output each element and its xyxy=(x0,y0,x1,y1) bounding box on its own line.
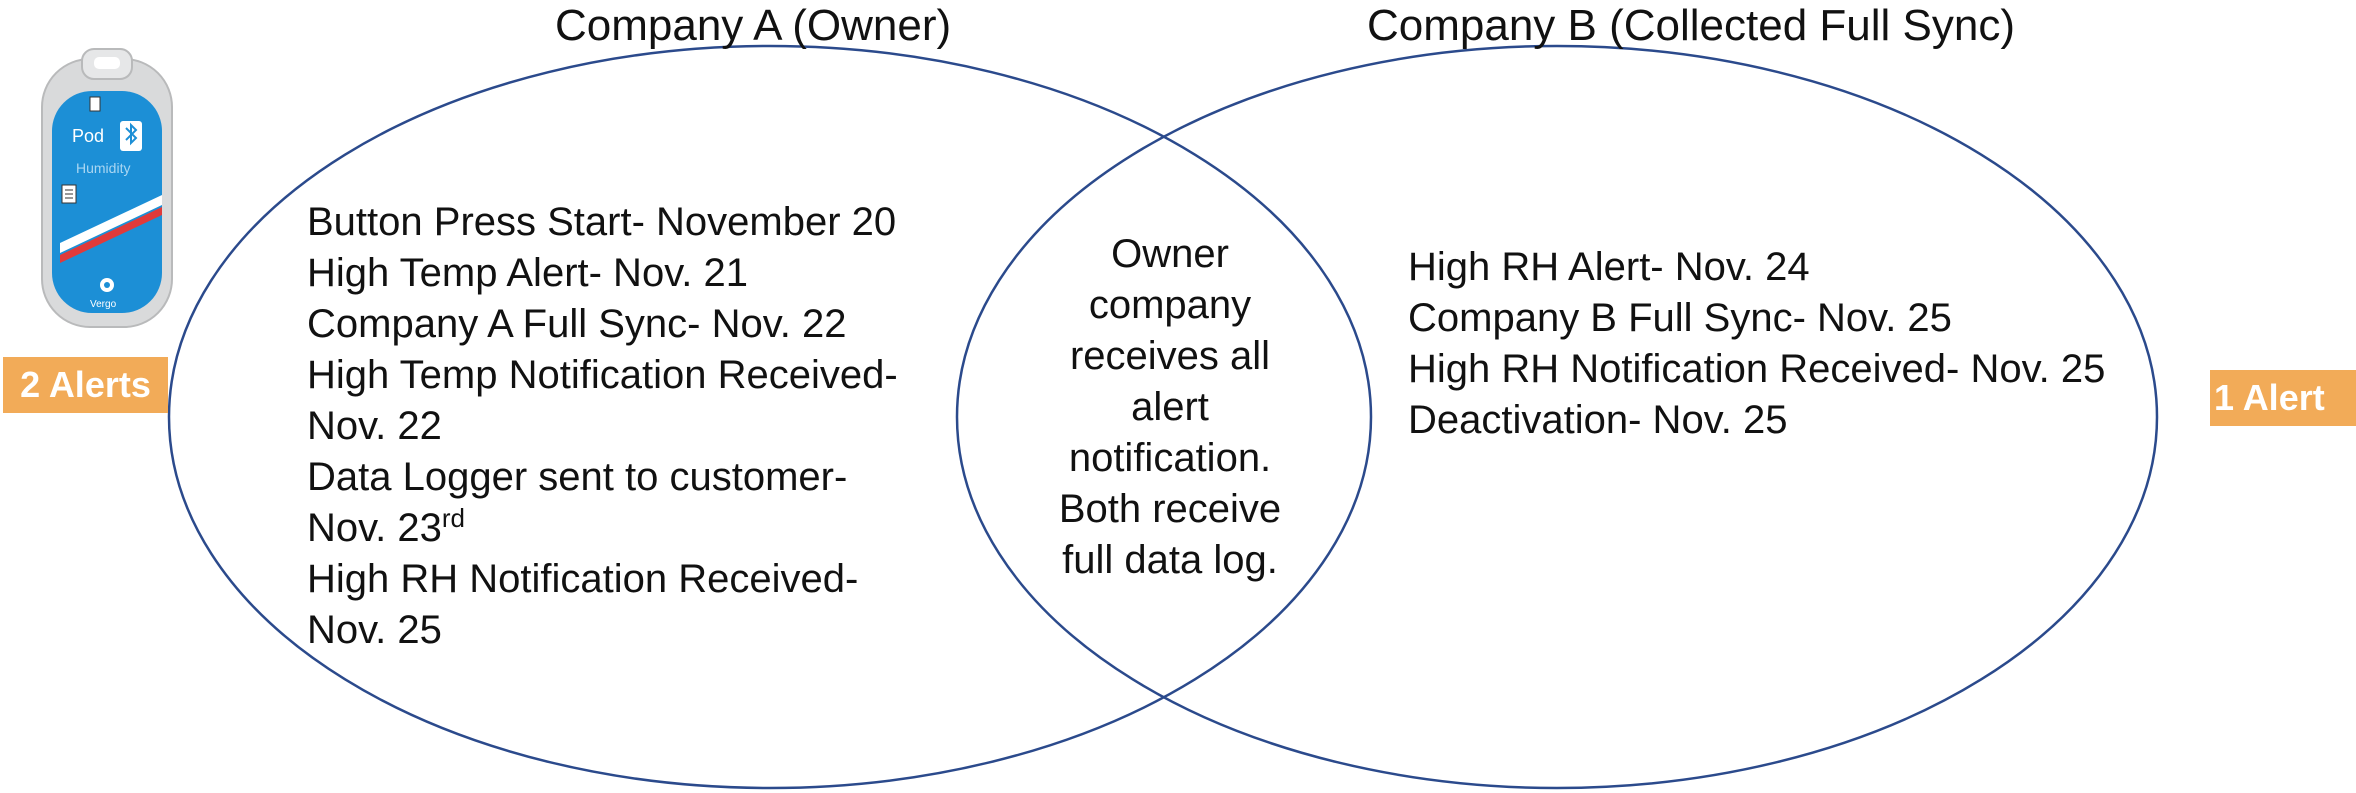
event-line: Company B Full Sync- Nov. 25 xyxy=(1408,296,1952,340)
alerts-badge-left: 2 Alerts xyxy=(3,357,168,413)
ordinal-suffix: rd xyxy=(441,503,466,533)
data-logger-device-image: Pod Humidity Vergo xyxy=(41,48,173,328)
event-line: High RH Notification Received- Nov. 25 xyxy=(1408,347,2106,391)
overlap-line: Owner xyxy=(1111,232,1229,276)
company-b-events: High RH Alert- Nov. 24 Company B Full Sy… xyxy=(1408,242,2105,446)
overlap-line: full data log. xyxy=(1062,538,1278,582)
shared-overlap-text: Owner company receives all alert notific… xyxy=(1020,229,1320,586)
company-b-title: Company B (Collected Full Sync) xyxy=(1367,1,2016,50)
company-a-events: Button Press Start- November 20 High Tem… xyxy=(307,197,898,656)
event-line: Company A Full Sync- Nov. 22 xyxy=(307,302,847,346)
device-humidity-label: Humidity xyxy=(76,160,130,176)
event-date: Nov. 23 xyxy=(307,506,442,550)
event-line: Data Logger sent to customer- xyxy=(307,455,848,499)
event-line: Nov. 25 xyxy=(307,608,442,652)
event-line: High RH Notification Received- xyxy=(307,557,859,601)
event-line: High Temp Notification Received- xyxy=(307,353,898,397)
overlap-line: receives all xyxy=(1069,334,1271,378)
event-line: Deactivation- Nov. 25 xyxy=(1408,398,1788,442)
event-line: Nov. 22 xyxy=(307,404,442,448)
company-b-ellipse xyxy=(955,44,2159,790)
device-brand-label: Vergo xyxy=(90,299,117,310)
overlap-line: company xyxy=(1088,283,1252,327)
event-line: High RH Alert- Nov. 24 xyxy=(1408,245,1810,289)
overlap-line: Both receive xyxy=(1058,487,1282,531)
event-line-with-sup: Nov. 23rd xyxy=(307,503,898,554)
alerts-badge-right: 1 Alert xyxy=(2210,370,2356,426)
overlap-line: alert xyxy=(1131,385,1209,429)
device-pod-label: Pod xyxy=(72,126,104,146)
overlap-line: notification. xyxy=(1068,436,1272,480)
event-line: High Temp Alert- Nov. 21 xyxy=(307,251,748,295)
event-line: Button Press Start- November 20 xyxy=(307,200,897,244)
company-a-ellipse xyxy=(167,44,1373,790)
company-a-title: Company A (Owner) xyxy=(555,1,952,50)
